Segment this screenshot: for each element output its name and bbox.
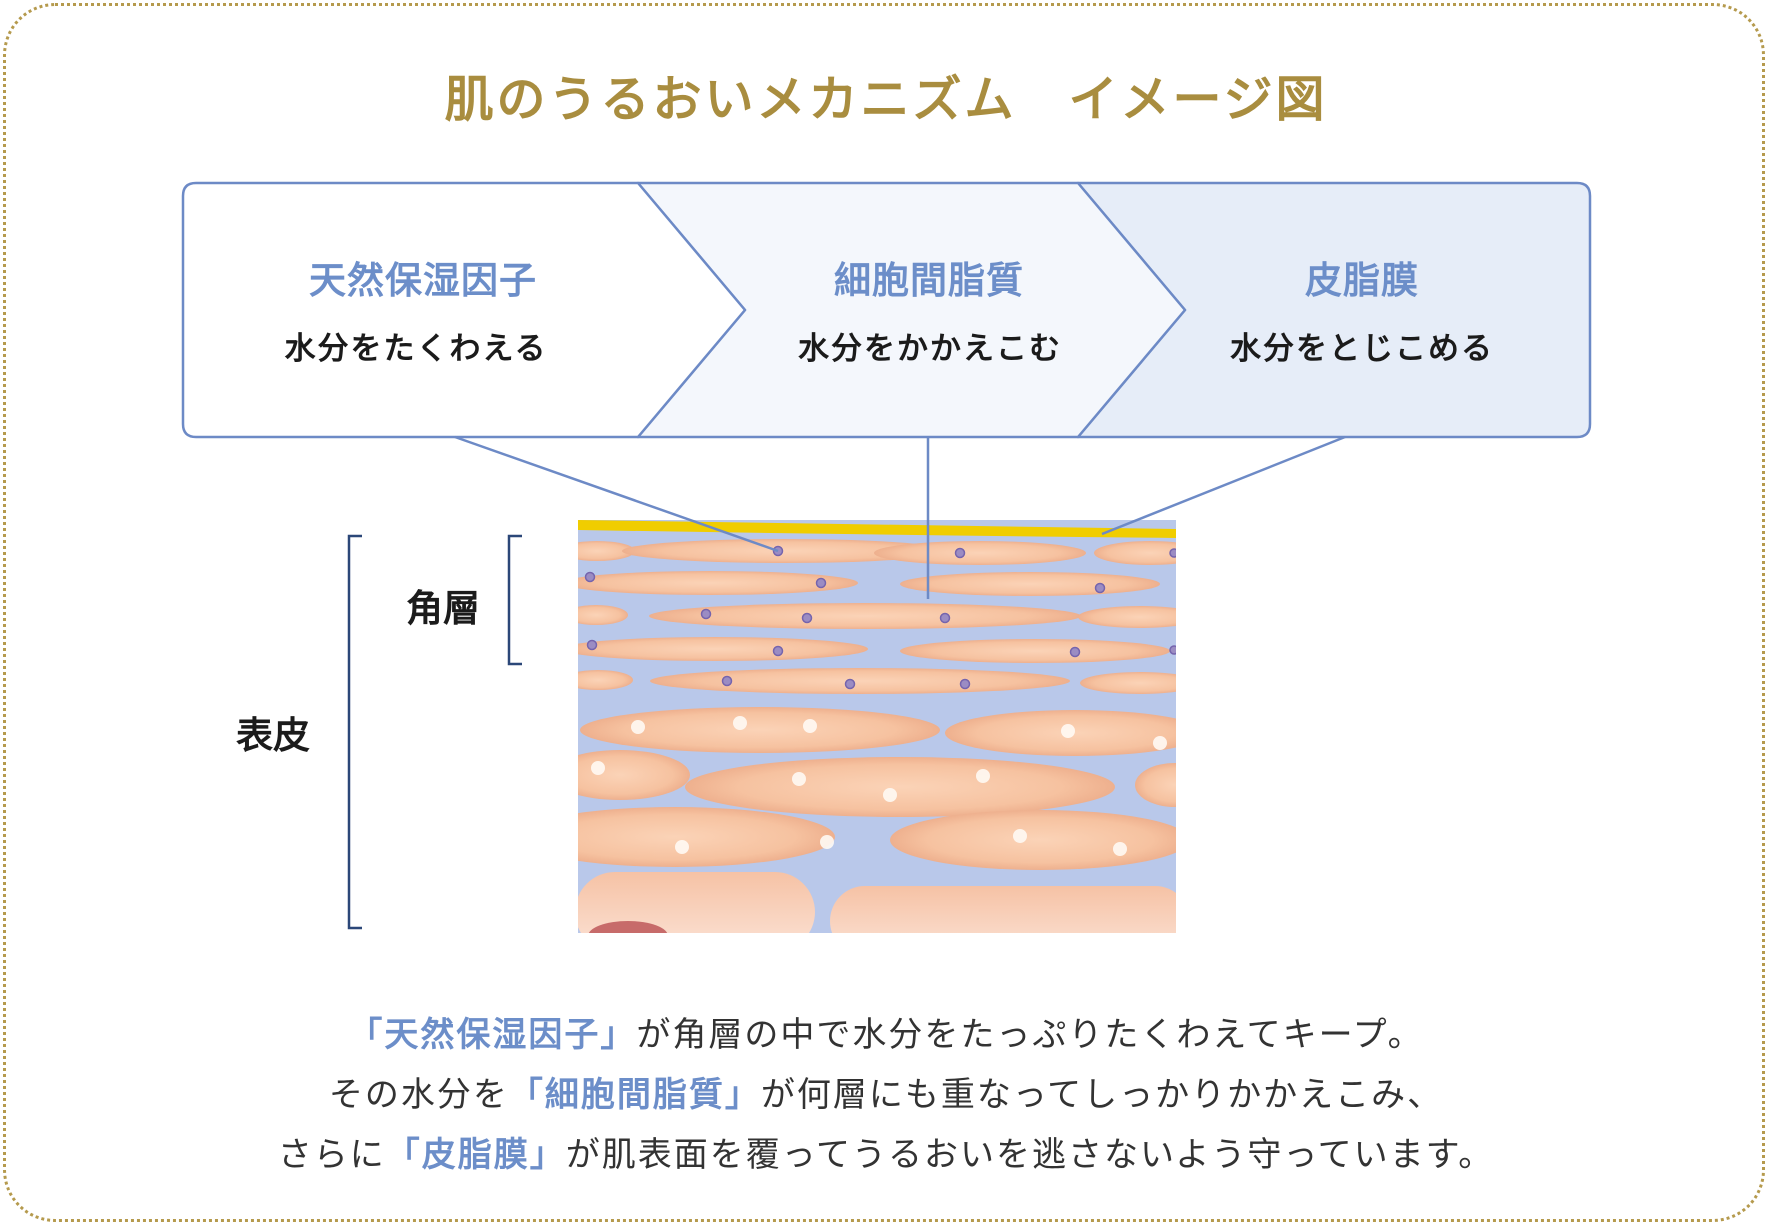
basal-cell (578, 872, 815, 933)
step-flow (181, 181, 1592, 439)
step-title-lipids: 細胞間脂質 (834, 259, 1024, 302)
horny-cell (1078, 606, 1176, 628)
caption-text: が何層にも重なってしっかりかかえこみ、 (760, 1075, 1444, 1115)
horny-cell (874, 541, 1086, 565)
horny-cell (900, 572, 1160, 596)
granular-cell (890, 810, 1176, 870)
caption-line-3: さらに「皮脂膜」が肌表面を覆ってうるおいを逃さないよう守っています。 (0, 1125, 1772, 1185)
step-title-sebum: 皮脂膜 (1305, 259, 1419, 302)
horny-cell (1080, 672, 1176, 694)
step-desc-lipids: 水分をかかえこむ (798, 331, 1062, 367)
caption: 「天然保湿因子」が角層の中で水分をたっぷりたくわえてキープ。 その水分を「細胞間… (0, 1005, 1772, 1185)
nmf-dots (584, 545, 1176, 690)
basal-cell (830, 886, 1176, 933)
connector-nmf (454, 435, 779, 553)
caption-highlight: 「皮脂膜」 (385, 1135, 566, 1175)
horny-layer-bracket (507, 534, 522, 666)
page-frame (3, 3, 1765, 1222)
granular-cell (580, 707, 940, 753)
step-desc-sebum: 水分をとじこめる (1230, 331, 1494, 367)
horny-cell (1094, 541, 1176, 565)
horny-cell (650, 668, 1070, 694)
caption-text: その水分を (328, 1075, 509, 1115)
horny-cell (622, 539, 948, 563)
step-title-nmf: 天然保湿因子 (309, 259, 537, 302)
granular-cell (578, 750, 690, 800)
step-box-1 (181, 181, 747, 439)
granular-cell (945, 710, 1176, 756)
horny-cell (578, 637, 868, 661)
step-desc-nmf: 水分をたくわえる (284, 331, 548, 367)
caption-text: さらに (277, 1135, 386, 1175)
caption-line-1: 「天然保湿因子」が角層の中で水分をたっぷりたくわえてキープ。 (0, 1005, 1772, 1065)
caption-text: が肌表面を覆ってうるおいを逃さないよう守っています。 (565, 1135, 1495, 1175)
granular-cell (578, 807, 835, 867)
horny-cell (578, 541, 635, 561)
caption-highlight: 「天然保湿因子」 (348, 1015, 637, 1055)
caption-line-2: その水分を「細胞間脂質」が何層にも重なってしっかりかかえこみ、 (0, 1065, 1772, 1125)
horny-cell (649, 603, 1081, 629)
granular-cell (685, 757, 1115, 817)
connector-lines (454, 435, 1346, 599)
cell-nucleus (588, 921, 668, 933)
skin-illustration (578, 520, 1176, 933)
horny-cell (578, 670, 633, 690)
page-title: 肌のうるおいメカニズム イメージ図 (444, 71, 1328, 128)
granular-cell (1135, 763, 1176, 807)
caption-highlight: 「細胞間脂質」 (508, 1075, 761, 1115)
horny-cell (578, 571, 858, 595)
horny-cell (578, 605, 628, 625)
epidermis-bracket (347, 534, 362, 930)
epidermis-label: 表皮 (236, 714, 310, 757)
caption-text: が角層の中で水分をたっぷりたくわえてキープ。 (636, 1015, 1424, 1055)
horny-cell (900, 639, 1170, 663)
sebum-film (578, 520, 1176, 538)
step-box-3 (1076, 181, 1592, 439)
horny-layer-label: 角層 (406, 587, 480, 630)
cell-highlights (591, 716, 1167, 856)
connector-sebum (1101, 435, 1346, 536)
